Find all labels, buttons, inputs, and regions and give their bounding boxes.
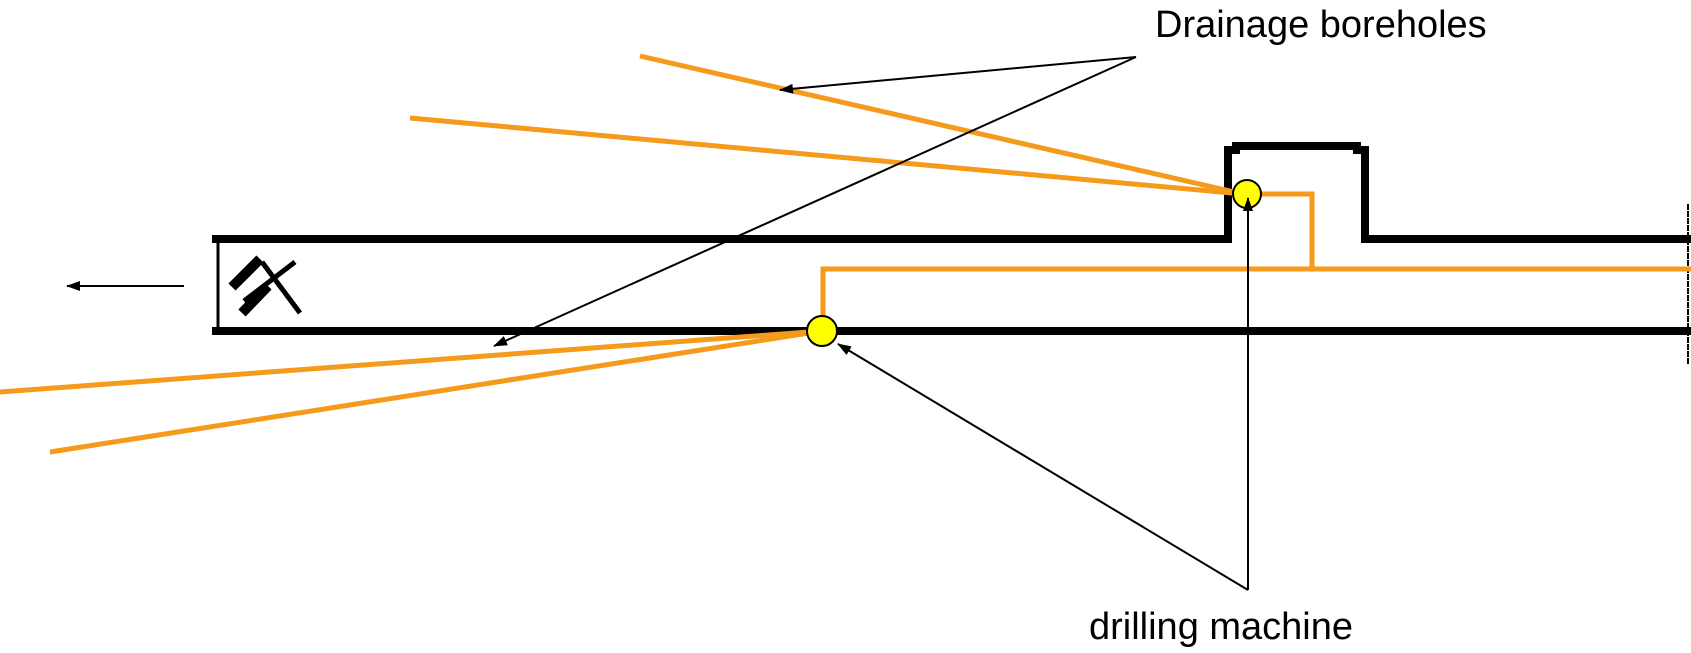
drainage-pipeline-branch [820,266,1312,330]
leader-to-lower-machine [837,343,1249,591]
leader-to-lower-borehole [493,56,1137,347]
crossed-hammers-icon [228,255,303,317]
leader-to-upper-borehole [779,56,1137,94]
borehole-lower-1 [0,328,823,395]
borehole-upper-1 [639,53,1244,197]
drainage-boreholes [0,53,1244,455]
drilling-machine-lower [806,315,838,347]
drilling-machine-label: drilling machine [1089,606,1354,648]
drainage-pipeline [1243,191,1691,272]
roadway [212,142,1691,366]
borehole-upper-2 [409,115,1244,197]
drainage-boreholes-label: Drainage boreholes [1155,4,1487,46]
borehole-lower-2 [49,328,823,455]
drill-chamber-outline [1224,142,1691,243]
boreholes-leaders [493,56,1137,347]
drilling-machine-leaders [837,197,1253,591]
